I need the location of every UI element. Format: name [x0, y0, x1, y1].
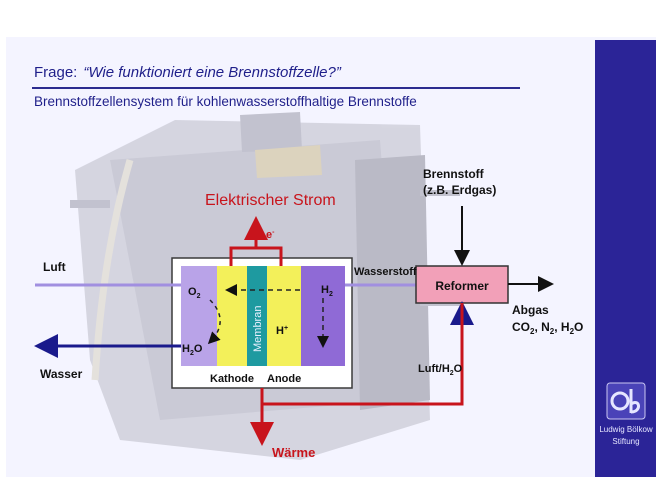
heat-loop-arrow — [250, 303, 464, 446]
logo-line-1: Ludwig Bölkow — [599, 425, 653, 434]
anode-electrode — [267, 266, 301, 366]
water-label: Wasser — [40, 367, 83, 381]
electric-current-label: Elektrischer Strom — [205, 192, 336, 209]
anode-label: Anode — [267, 373, 301, 385]
o2-to-water-arrow — [207, 299, 221, 345]
fuel-example-label: (z.B. Erdgas) — [423, 183, 496, 197]
logo-line-2: Stiftung — [612, 437, 639, 446]
h2-label: H2 — [321, 284, 333, 298]
o2-label: O2 — [188, 286, 201, 300]
cathode-label: Kathode — [210, 373, 254, 385]
h2o-cathode-label: H2O — [182, 343, 203, 357]
title-rule — [32, 87, 520, 89]
cathode-chamber — [181, 266, 217, 366]
foundation-logo — [606, 382, 646, 420]
fuel-label: Brennstoff — [423, 167, 485, 181]
air-water-label: Luft/H2O — [418, 363, 463, 377]
reformer-label: Reformer — [435, 279, 489, 293]
slide-title: Frage: “Wie funktioniert eine Brennstoffz… — [34, 64, 341, 81]
exhaust-label: Abgas — [512, 303, 549, 317]
electron-label: e- — [266, 229, 275, 241]
cathode-electrode — [217, 266, 247, 366]
question-label: Frage: — [34, 64, 78, 81]
air-label: Luft — [43, 260, 66, 274]
heat-label: Wärme — [272, 445, 315, 460]
exhaust-formula: CO2, N2, H2O — [512, 320, 583, 336]
h-plus-label: H+ — [276, 325, 288, 337]
membrane-label: Membran — [252, 306, 264, 352]
slide-subtitle: Brennstoffzellensystem für kohlenwassers… — [34, 94, 417, 109]
membrane — [247, 266, 267, 366]
question-text: “Wie funktioniert eine Brennstoffzelle?” — [83, 64, 341, 81]
hydrogen-label: Wasserstoff — [354, 266, 417, 278]
